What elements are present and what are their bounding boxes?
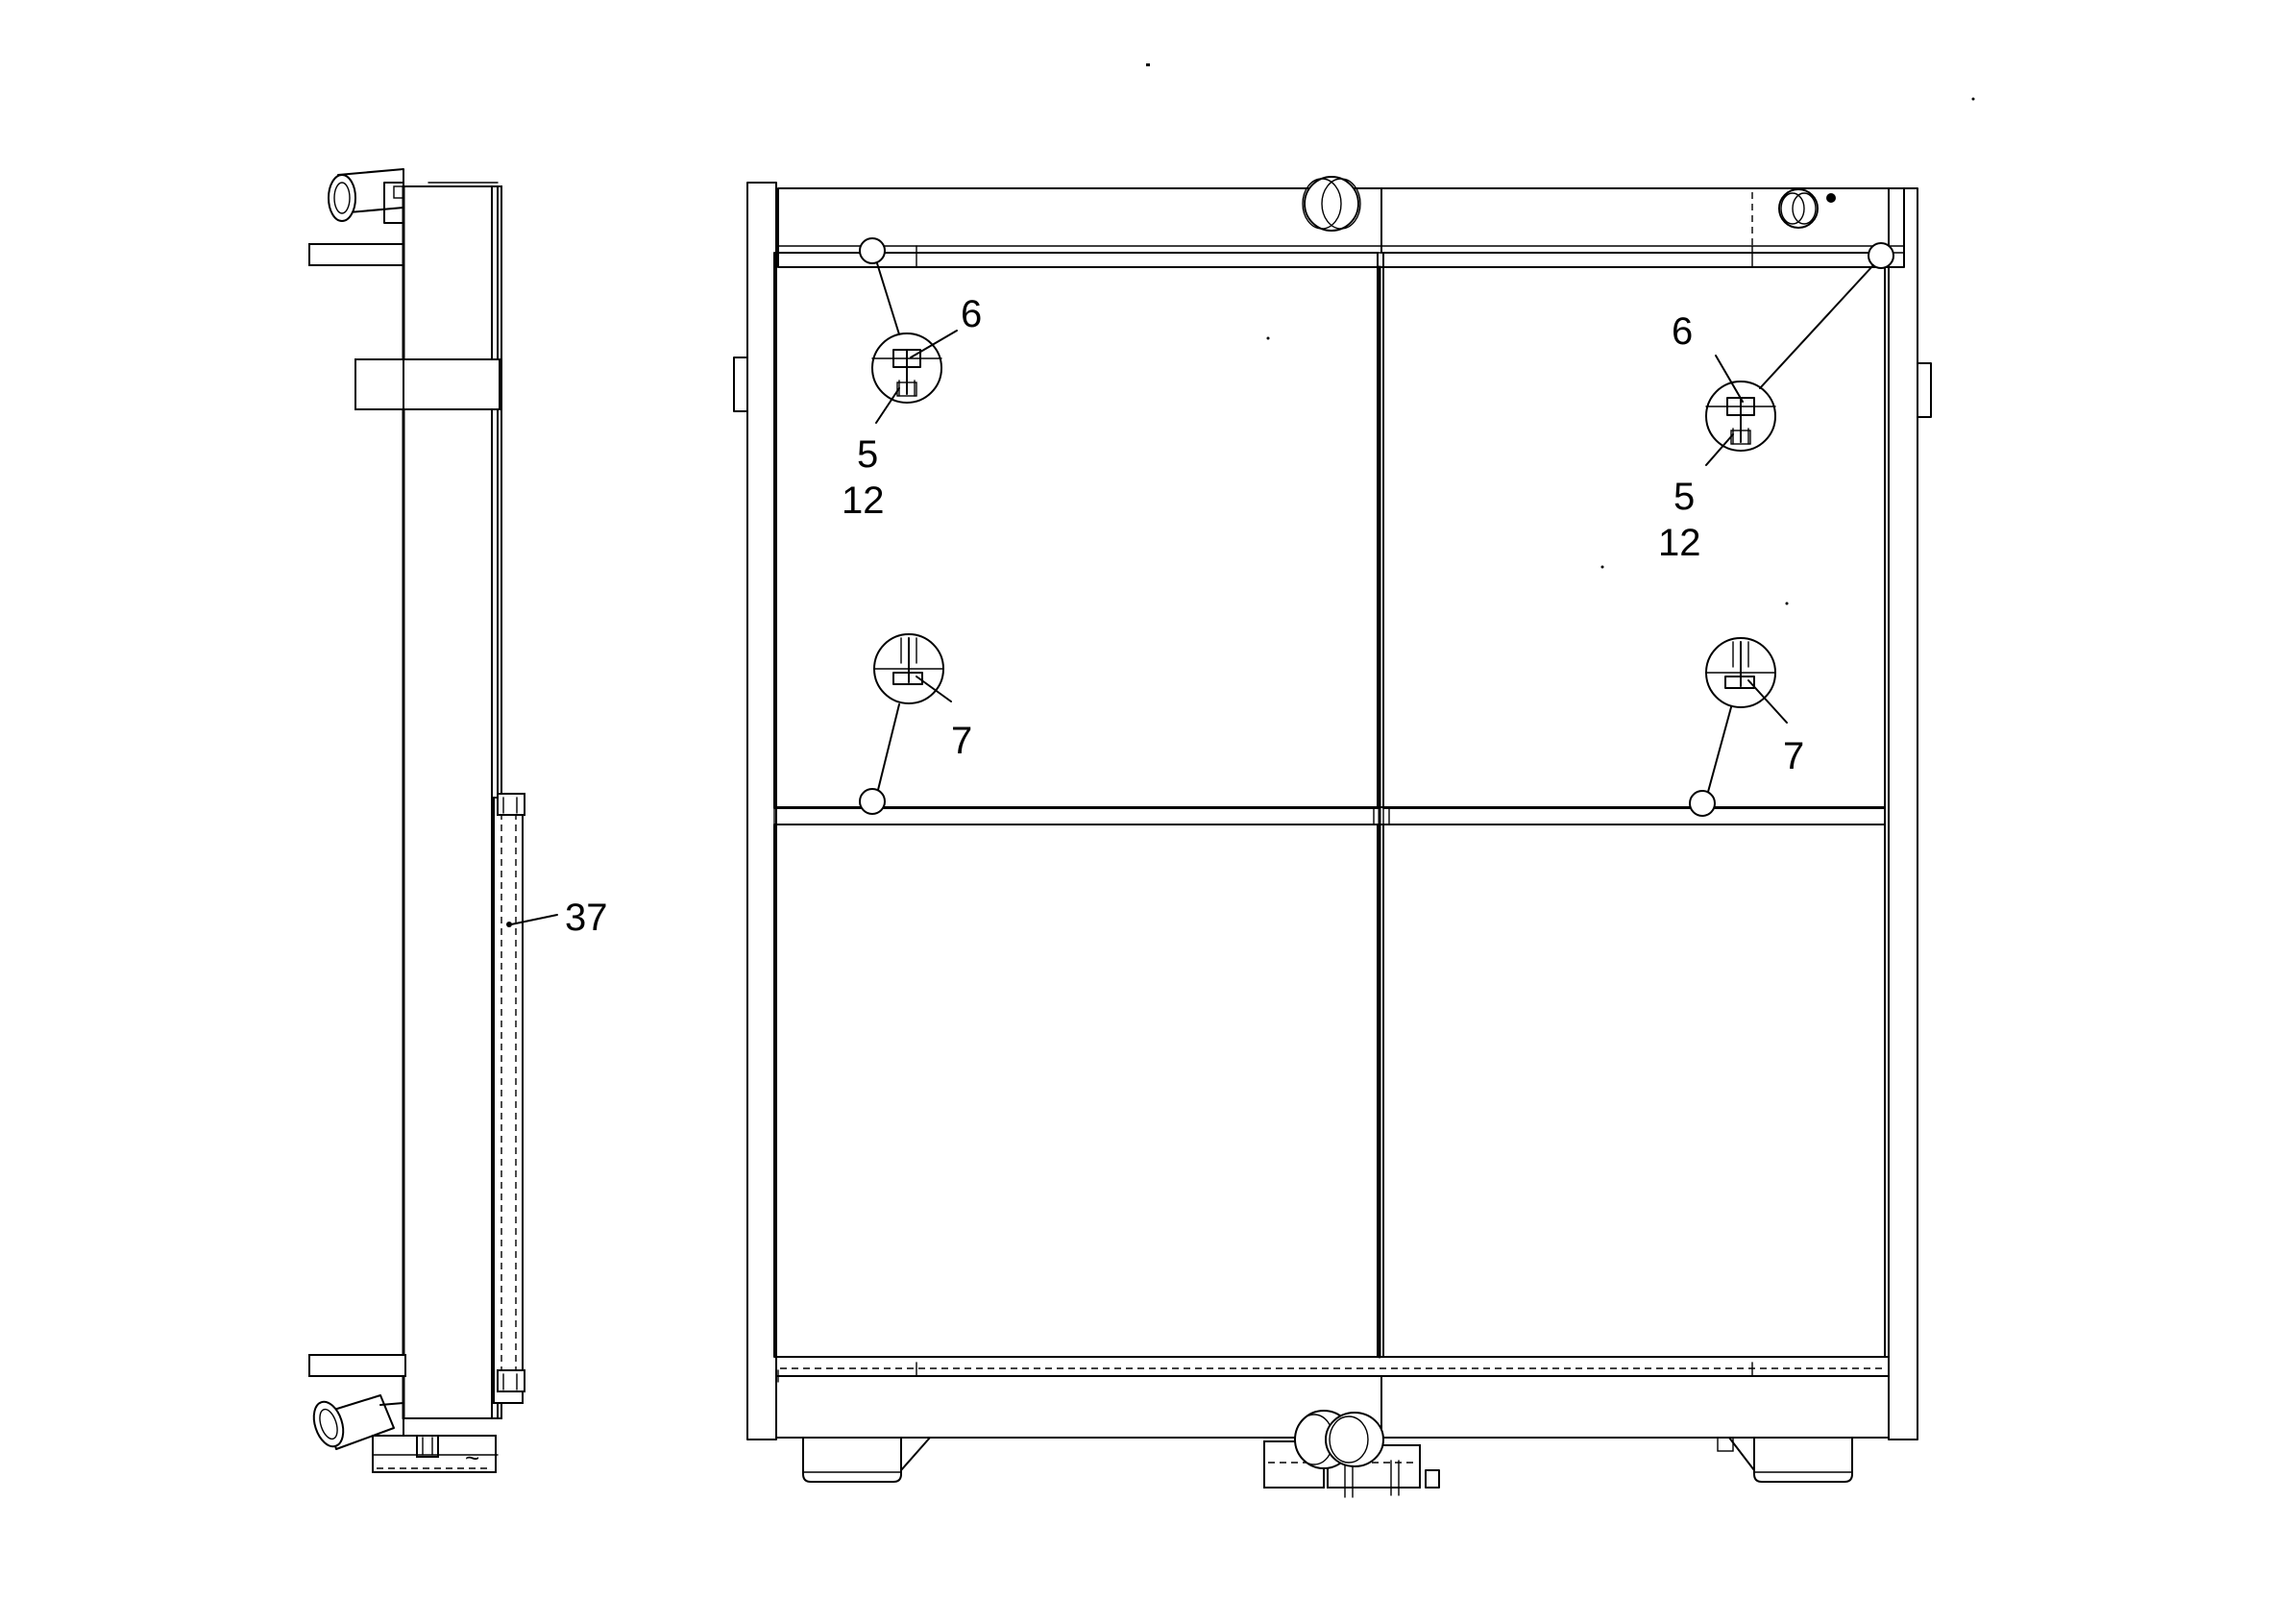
right-side-bracket bbox=[1917, 362, 1932, 418]
bottom-feet bbox=[802, 1437, 1853, 1483]
bottom-outlet-fitting bbox=[1263, 1410, 1440, 1498]
callout-7-lower-right: 7 bbox=[1783, 735, 1804, 777]
frame-uprights bbox=[746, 182, 1918, 1440]
bottom-hose-pipe bbox=[312, 1394, 404, 1450]
upper-mount-bar bbox=[308, 243, 406, 266]
callout-6-upper-right: 6 bbox=[1672, 310, 1693, 353]
callout-37-side: 37 bbox=[565, 897, 608, 939]
callout-leaders bbox=[510, 330, 1788, 925]
callout-12-upper-right: 12 bbox=[1658, 522, 1701, 564]
top-inlet-fitting bbox=[1302, 176, 1361, 232]
left-side-bracket bbox=[733, 357, 748, 412]
side-bracket bbox=[354, 358, 501, 410]
detail-lower-right bbox=[1705, 637, 1776, 708]
side-view: ~ bbox=[308, 168, 525, 1473]
detail-upper-left bbox=[871, 332, 942, 404]
callout-12-upper-left: 12 bbox=[842, 480, 885, 522]
top-hose-pipe bbox=[328, 168, 424, 224]
stray-marks bbox=[1146, 63, 1975, 605]
side-screen-panel bbox=[493, 793, 525, 1404]
locator-markers bbox=[859, 237, 1894, 817]
callout-6-upper-left: 6 bbox=[961, 293, 982, 335]
center-divider bbox=[1378, 265, 1384, 1359]
callout-5-upper-right: 5 bbox=[1673, 476, 1695, 518]
front-view: 6 5 12 6 5 12 7 7 37 bbox=[510, 176, 1932, 1498]
lower-mount-bar bbox=[308, 1354, 406, 1377]
detail-lower-left bbox=[873, 633, 944, 704]
detail-upper-right bbox=[1705, 381, 1776, 452]
tilde-mark: ~ bbox=[465, 1443, 479, 1472]
bottom-drain-fitting: ~ bbox=[372, 1435, 499, 1473]
callout-7-lower-left: 7 bbox=[951, 720, 972, 762]
filler-cap bbox=[1778, 188, 1836, 229]
callout-5-upper-left: 5 bbox=[857, 433, 878, 476]
middle-crossbar bbox=[775, 806, 1886, 825]
